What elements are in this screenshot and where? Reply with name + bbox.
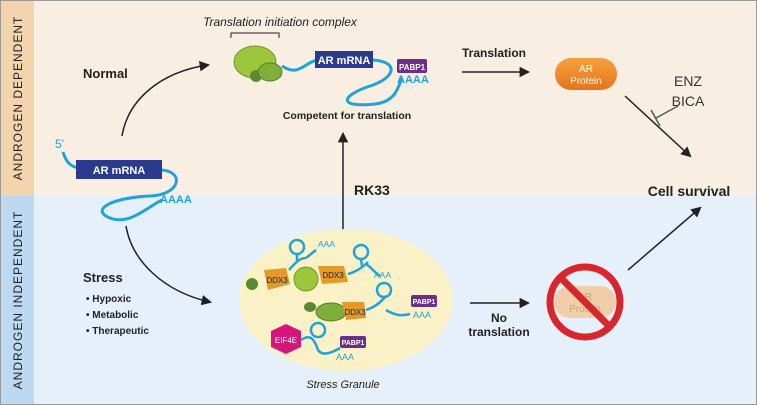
competent-label: Competent for translation	[283, 110, 411, 122]
inhibitor-bica: BICA	[672, 93, 705, 109]
inhibition-line	[655, 105, 679, 119]
ddx3-shape-2	[318, 266, 348, 284]
top-pabp-box	[397, 59, 427, 73]
cell-survival-label: Cell survival	[648, 183, 731, 199]
granule-pabp-box-1	[411, 295, 437, 307]
top-pabp-label: PABP1	[399, 63, 426, 72]
no-translation-line2: translation	[468, 325, 529, 339]
granule-ribo-med-3	[315, 302, 347, 322]
granule-aaa-2: AAA	[374, 270, 391, 280]
complex-bracket	[230, 32, 280, 38]
ar-protein-line1: AR	[579, 64, 593, 75]
ddx3-label-1: DDX3	[266, 276, 288, 285]
androgen-dependent-label: ANDROGEN DEPENDENT	[11, 16, 25, 181]
ddx3-label-3: DDX3	[344, 308, 366, 317]
protein-to-survival-arrow	[624, 95, 692, 158]
rk33-label: RK33	[354, 182, 390, 198]
stress-item-therapeutic: • Therapeutic	[86, 326, 149, 337]
inhibition-bar	[650, 109, 661, 127]
stress-title: Stress	[83, 270, 123, 285]
blocked-to-survival-arrow	[627, 206, 702, 271]
granule-aaa-3: AAA	[413, 310, 431, 320]
ddx3-shape-3	[342, 302, 366, 320]
granule-aaa-1: AAA	[318, 239, 335, 249]
ddx3-label-2: DDX3	[322, 271, 344, 280]
forbidden-slash	[557, 274, 613, 330]
side-band-top	[0, 0, 34, 196]
no-translation-line1: No	[491, 311, 507, 325]
mrna-3-strand	[100, 168, 178, 222]
granule-ribo-small-3	[304, 302, 316, 312]
top-mrna-3	[345, 58, 404, 107]
eif4e-label: EIF4E	[275, 336, 297, 345]
complex-title: Translation initiation complex	[203, 15, 358, 29]
forbidden-circle	[546, 263, 624, 341]
normal-arrow	[121, 61, 211, 137]
granule-pabp-label-2: PABP1	[342, 340, 365, 347]
side-band-bottom	[0, 196, 34, 405]
granule-tail-2	[365, 262, 381, 278]
granule-tail-1	[305, 249, 317, 259]
translation-label: Translation	[462, 46, 526, 60]
top-polya-label: AAAA	[397, 74, 429, 86]
left-ar-mrna-label: AR mRNA	[93, 165, 146, 177]
granule-ribo-large-2	[293, 266, 319, 292]
ar-protein-line2: Protein	[570, 76, 602, 87]
granule-pabp-box-2	[340, 336, 366, 348]
stress-item-metabolic: • Metabolic	[86, 310, 139, 321]
ribosome-small-b	[257, 62, 283, 82]
left-polya-label: AAAA	[160, 194, 192, 206]
granule-pabp-label-1: PABP1	[413, 299, 436, 306]
inhibitor-enz: ENZ	[674, 73, 702, 89]
stress-granule-label: Stress Granule	[306, 379, 379, 391]
blocked-protein-line2: Protein	[569, 304, 601, 315]
eif4e-shape	[271, 324, 301, 354]
stress-arrow	[125, 225, 213, 306]
granule-mrna-4	[300, 336, 341, 355]
normal-label: Normal	[83, 66, 128, 81]
granule-stem-2	[359, 258, 364, 267]
granule-ribo-small-1	[246, 278, 258, 290]
granule-loop-4	[309, 321, 327, 339]
five-prime-label: 5'	[55, 137, 64, 151]
androgen-independent-label: ANDROGEN INDEPENDENT	[11, 211, 25, 390]
ar-protein	[555, 58, 617, 90]
left-ar-mrna-box	[76, 160, 162, 179]
top-ar-mrna-box	[315, 51, 373, 68]
stress-item-hypoxic: • Hypoxic	[86, 294, 132, 305]
granule-aaa-4: AAA	[336, 352, 354, 362]
granule-loop-3	[375, 281, 393, 299]
top-ar-mrna-label: AR mRNA	[318, 55, 371, 67]
ddx3-shape-1	[264, 268, 290, 290]
